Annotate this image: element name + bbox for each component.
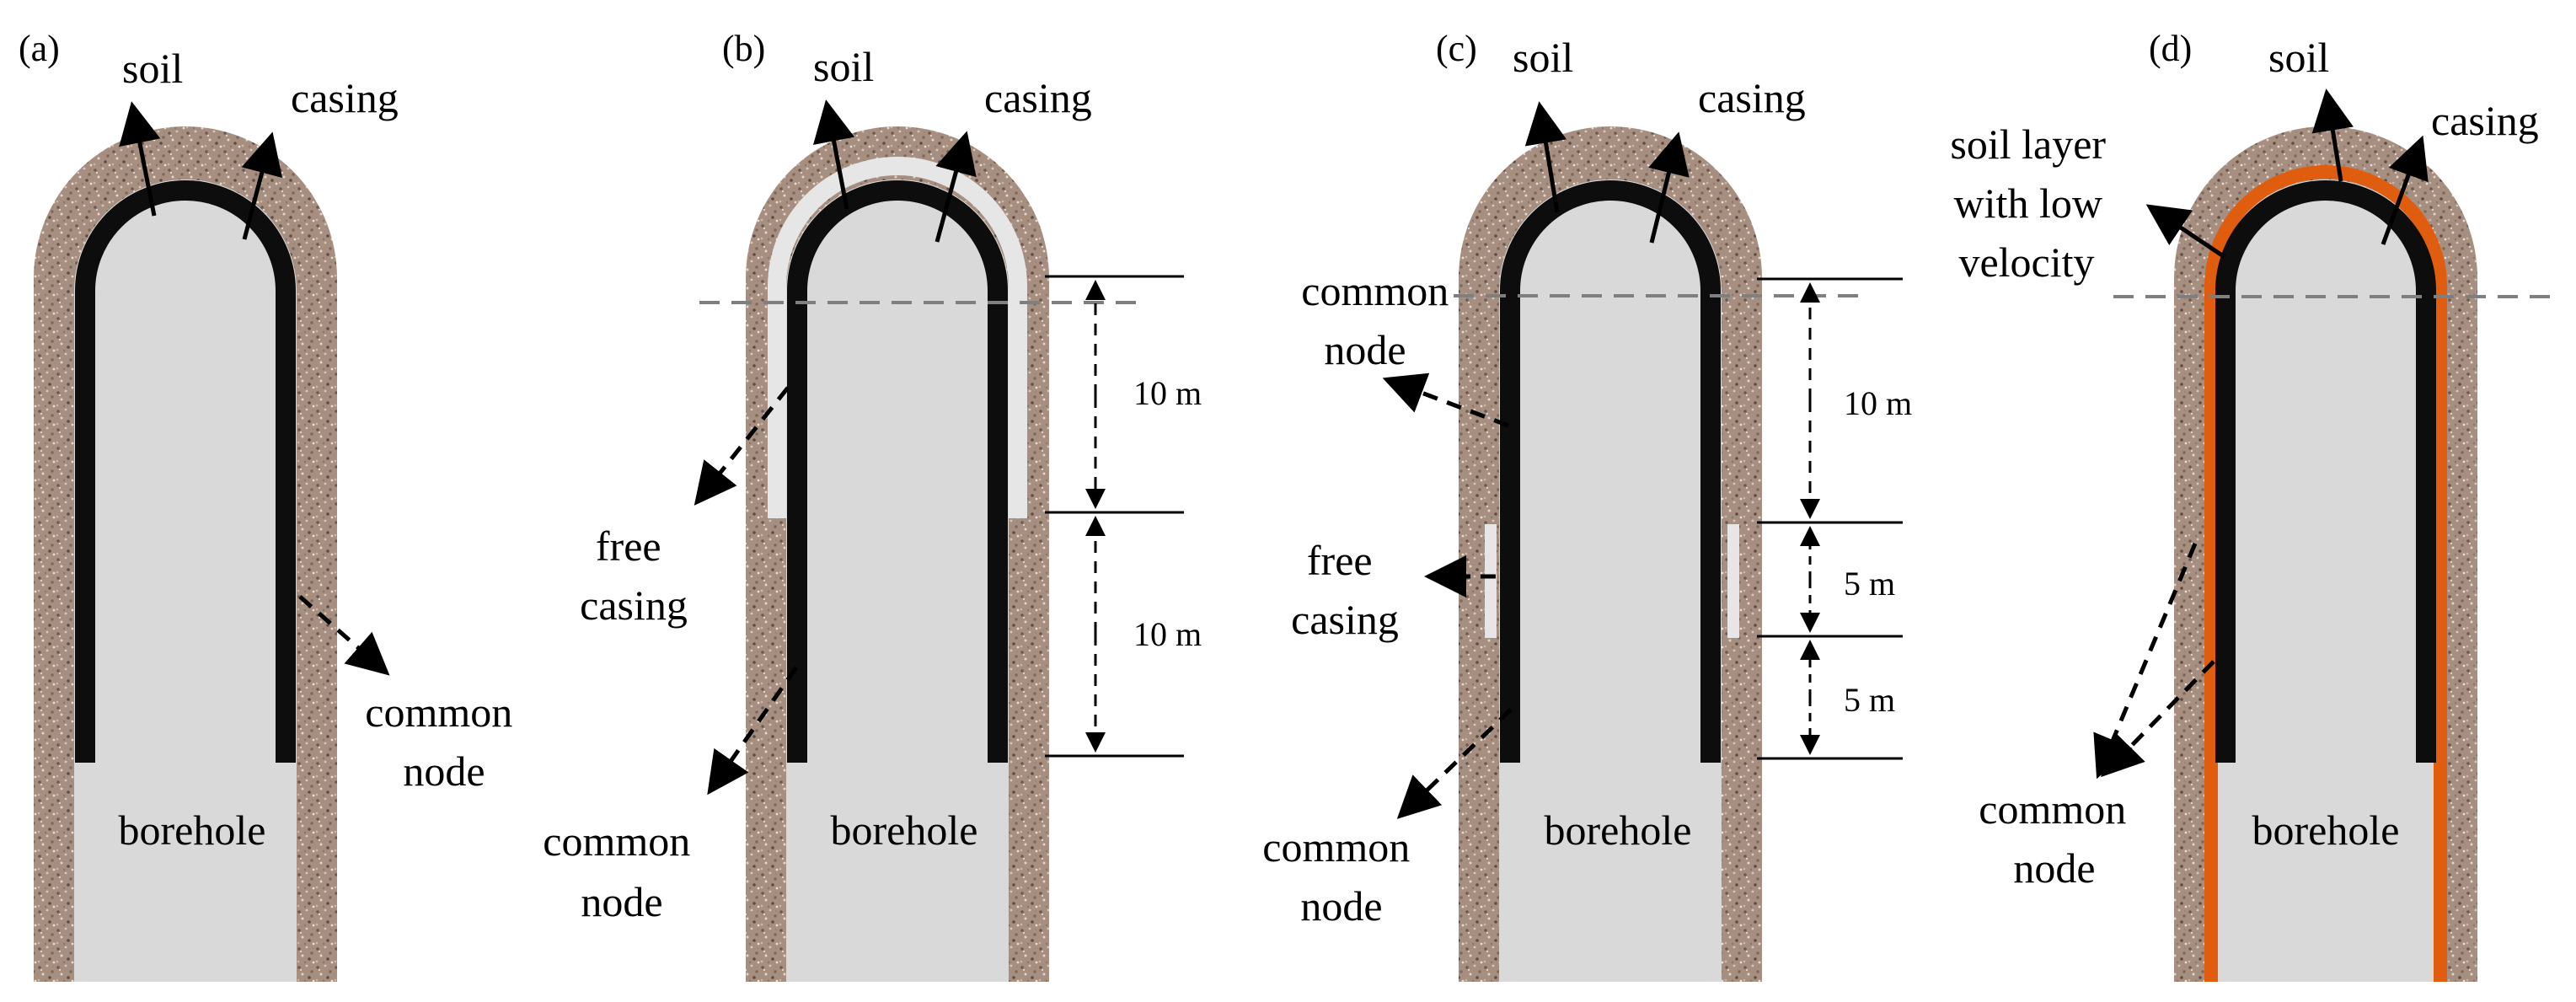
casing [75,180,296,763]
borehole-body [2215,180,2437,982]
common-node-line-1: common [1262,823,1410,871]
panel-label-a: (a) [19,28,60,69]
dim-label-3: 5 m [1844,681,1895,719]
casing-label: casing [1698,74,1806,121]
free-casing-line-1: free [596,522,661,570]
casing [1500,180,1721,763]
free-casing-label: free casing [580,522,688,629]
soil-arrow [2311,88,2354,182]
common-node-label: common node [1979,785,2136,892]
low-velocity-line-3: velocity [1958,238,2094,286]
common-node-line-2: node [581,878,662,925]
soil-label: soil [813,43,874,90]
low-velocity-label: soil layer with low velocity [1950,121,2116,286]
free-casing-line-1: free [1307,537,1373,584]
panel-label-b: (b) [722,28,765,69]
common-node-line-1: common [1301,267,1449,314]
panel-label-c: (c) [1436,28,1477,69]
casing-arrow [1648,131,1690,244]
dimension-lines: 10 m 10 m [1045,275,1202,758]
borehole-label: borehole [2252,806,2400,854]
borehole-label: borehole [831,806,978,854]
dim-label-2: 10 m [1133,615,1202,653]
panel-d: (d) soil casing soil layer with low velo… [1950,28,2553,982]
common-node-line-2: node [1324,326,1406,373]
casing-label: casing [984,74,1092,121]
borehole-label: borehole [1545,806,1692,854]
panel-b: (b) soil casing free casing common node … [543,28,1202,982]
low-velocity-line-2: with low [1954,180,2102,227]
common-node-line-1: common [543,817,690,865]
common-node-line-2: node [2013,844,2095,892]
low-velocity-layer [2204,165,2447,982]
soil-label: soil [1513,34,1573,81]
panel-a: (a) soil casing common node borehole [19,28,522,982]
common-node-line-2: node [403,747,485,795]
casing-arrow [241,131,283,240]
dimension-lines: 10 m 5 m 5 m [1757,277,1912,760]
dim-label-1: 10 m [1133,374,1202,412]
casing-label: casing [2431,97,2539,144]
free-casing-line-2: casing [580,581,688,629]
free-casing-gap-right [1727,524,1739,638]
common-node-line-1: common [365,689,512,736]
low-velocity-arrow [2145,204,2226,260]
soil-arrow [812,99,855,210]
free-casing-gap [768,157,1027,518]
panel-label-d: (d) [2149,28,2192,69]
dim-label-1: 10 m [1844,384,1912,422]
borehole-body [1499,180,1722,982]
borehole-body [786,180,1009,982]
free-casing-gap-left [1485,524,1497,638]
casing-label: casing [291,74,399,121]
common-node-arrow-top [1382,372,1509,428]
panel-c: (c) soil casing common node free casing … [1262,28,1912,982]
common-node-label: common node [365,689,522,795]
soil-arrow [1524,101,1567,213]
common-node-line-2: node [1300,882,1382,930]
casing-arrow [935,131,977,243]
soil-label: soil [2268,34,2329,81]
soil-arrow [119,101,161,217]
common-node-label: common node [543,817,700,925]
free-casing-label: free casing [1291,537,1399,643]
borehole-body [74,180,297,982]
borehole-label: borehole [119,806,266,854]
low-velocity-line-1: soil layer [1950,121,2106,168]
casing [2215,180,2436,763]
casing-arrow [2381,135,2429,245]
dim-label-2: 5 m [1844,565,1895,603]
common-node-label-top: common node [1301,267,1459,373]
common-node-label-bottom: common node [1262,823,1420,930]
casing [787,180,1008,763]
common-node-line-1: common [1979,785,2126,833]
soil-label: soil [122,45,183,92]
common-node-arrow-2 [2101,660,2215,778]
common-node-arrow [298,595,390,676]
free-casing-line-2: casing [1291,596,1399,643]
